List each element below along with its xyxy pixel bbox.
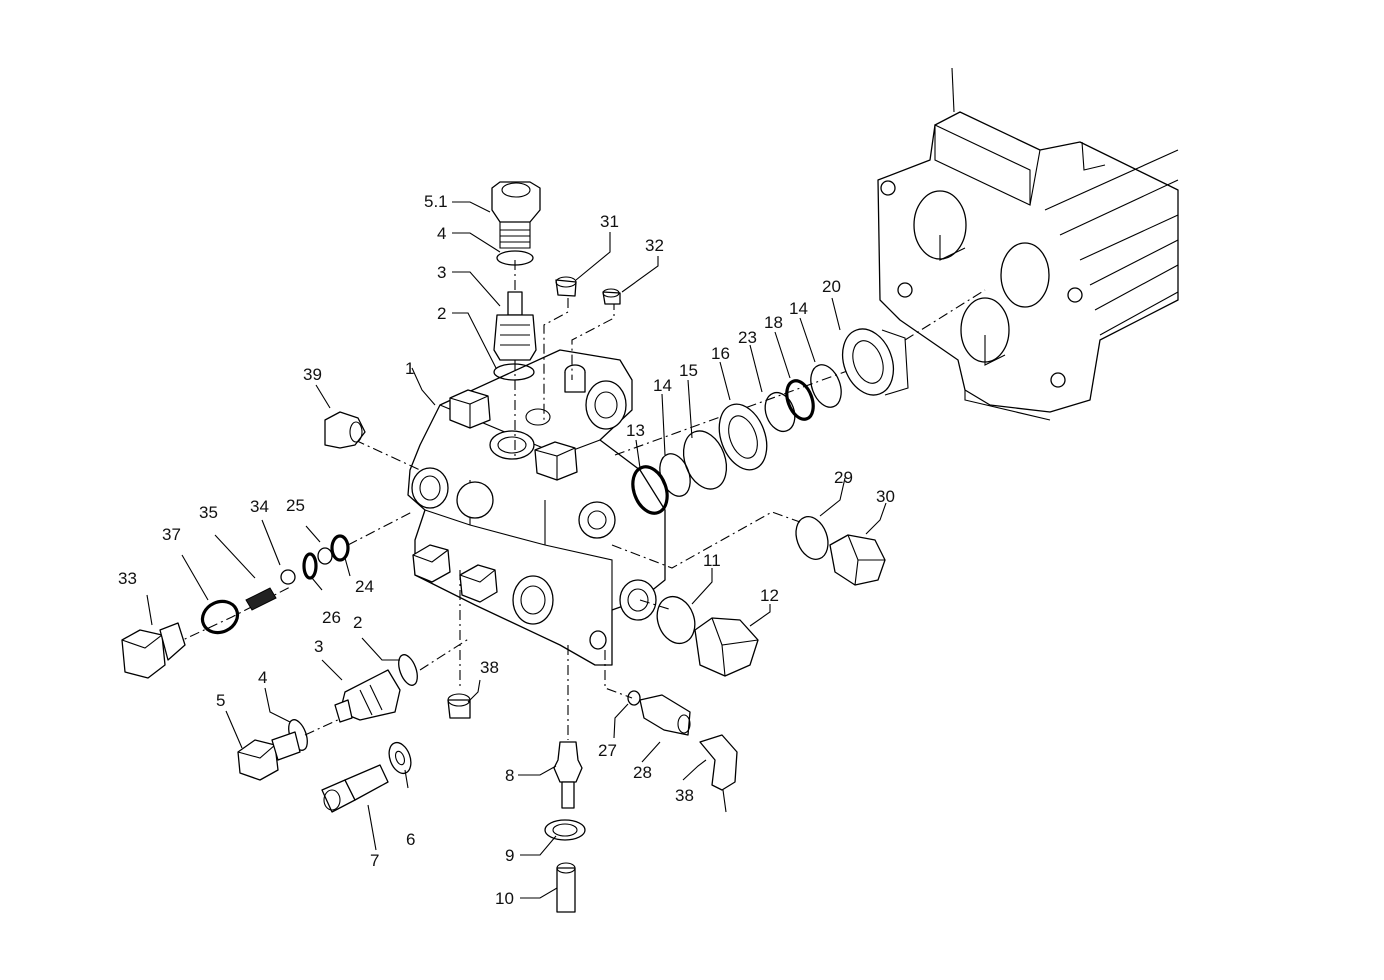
callout-32: 32 [645, 236, 664, 255]
callout-33: 33 [118, 569, 137, 588]
callout-7: 7 [370, 851, 379, 870]
callout-3-top: 3 [437, 263, 446, 282]
callout-labels: 5.1 4 3 2 1 31 32 39 37 35 34 25 33 26 2… [118, 192, 895, 908]
top-valve-stack [491, 181, 621, 381]
callout-15: 15 [679, 361, 698, 380]
callout-37: 37 [162, 525, 181, 544]
leader-lines [146, 201, 887, 899]
callout-31: 31 [600, 212, 619, 231]
left-plug-stack [121, 534, 350, 679]
callout-34: 34 [250, 497, 269, 516]
callout-23: 23 [738, 328, 757, 347]
assembly-lines [171, 260, 986, 740]
callout-9: 9 [505, 846, 514, 865]
callout-14-right: 14 [789, 299, 808, 318]
lower-left-valve-stack [237, 654, 418, 813]
callout-24: 24 [355, 577, 374, 596]
callout-25: 25 [286, 496, 305, 515]
callout-14-left: 14 [653, 376, 672, 395]
callout-5: 5 [216, 691, 225, 710]
callout-18: 18 [764, 313, 783, 332]
callout-4-top: 4 [437, 224, 446, 243]
callout-6: 6 [406, 830, 415, 849]
pump-housing [877, 67, 1179, 421]
callout-30: 30 [876, 487, 895, 506]
callout-38-right: 38 [675, 786, 694, 805]
callout-16: 16 [711, 344, 730, 363]
callout-28: 28 [633, 763, 652, 782]
callout-20: 20 [822, 277, 841, 296]
elbow-fitting-39 [324, 411, 366, 449]
callout-2-top: 2 [437, 304, 446, 323]
callout-27: 27 [598, 741, 617, 760]
right-lower-fittings [627, 516, 886, 813]
callout-4-left: 4 [258, 668, 267, 687]
callout-26: 26 [322, 608, 341, 627]
callout-35: 35 [199, 503, 218, 522]
callout-11: 11 [703, 551, 721, 570]
callout-10: 10 [495, 889, 514, 908]
callout-38-left: 38 [480, 658, 499, 677]
lower-fittings [447, 693, 586, 913]
callout-12: 12 [760, 586, 779, 605]
callout-3-left: 3 [314, 637, 323, 656]
callout-39: 39 [303, 365, 322, 384]
right-seal-stack [631, 328, 909, 515]
callout-13: 13 [626, 421, 645, 440]
callout-1: 1 [405, 359, 414, 378]
callout-5-1: 5.1 [424, 192, 448, 211]
valve-block [407, 349, 666, 666]
callout-8: 8 [505, 766, 514, 785]
callout-29: 29 [834, 468, 853, 487]
callout-2-left: 2 [353, 613, 362, 632]
